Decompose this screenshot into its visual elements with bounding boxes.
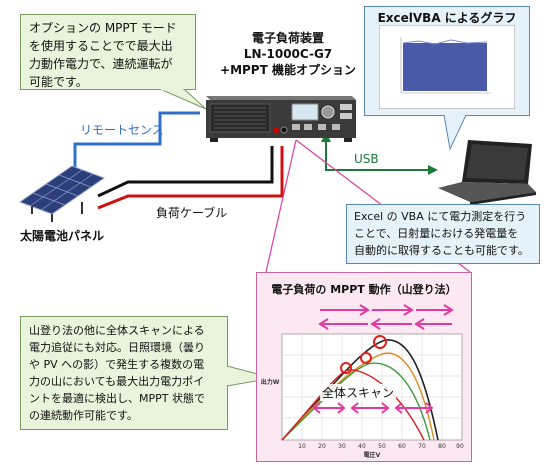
hill-line-5: ントを最適に検出し、MPPT 状態で xyxy=(29,392,205,405)
usb-cable xyxy=(325,138,432,171)
vba-line-2: ことで、日射量における発電量を xyxy=(354,227,519,240)
load-cable-red xyxy=(97,146,284,210)
x-tick-labels: 10 20 30 40 50 60 70 80 90 xyxy=(298,443,464,450)
peak-marker-2 xyxy=(360,352,372,364)
pv-curve-red xyxy=(281,369,425,441)
hill-line-6: の連続動作可能です。 xyxy=(29,409,138,422)
device-title-line-2: LN-1000C-G7 xyxy=(243,47,333,61)
y-axis-label: 出力W xyxy=(261,378,280,386)
hill-climb-callout: 山登り法の他に全体スキャンによる 電力追従にも対応。日照環境（曇り や PV へ… xyxy=(20,316,228,430)
device-title: 電子負荷装置 LN-1000C-G7 +MPPT 機能オプション xyxy=(218,30,358,78)
excel-callout-tail xyxy=(443,115,467,151)
x-tick-60: 60 xyxy=(398,443,406,450)
remote-sense-wire xyxy=(73,111,200,176)
hill-line-3: や PV への影）で発生する複数の電 xyxy=(29,358,205,371)
x-tick-80: 80 xyxy=(438,443,446,450)
x-tick-40: 40 xyxy=(358,443,366,450)
solar-panel-label: 太陽電池パネル xyxy=(20,229,105,243)
device-title-line-1: 電子負荷装置 xyxy=(251,31,324,45)
pv-curve-orange xyxy=(281,352,435,441)
mppt-operation-title: 電子負荷の MPPT 動作（山登り法） xyxy=(271,283,457,296)
mppt-mode-line-1: オプションの MPPT モード xyxy=(29,21,177,35)
x-tick-70: 70 xyxy=(418,443,426,450)
hill-climb-arrows xyxy=(318,304,454,330)
mppt-pointer-line-1 xyxy=(265,139,297,273)
usb-arrow-tail xyxy=(428,165,438,175)
mppt-curve-chart: 10 20 30 40 50 60 70 80 90 電圧V 出力W xyxy=(261,304,464,459)
excel-graph-window: ExcelVBA によるグラフ xyxy=(364,6,530,116)
device-title-line-3: +MPPT 機能オプション xyxy=(220,63,356,77)
remote-sense-label: リモートセンス xyxy=(80,123,164,137)
hill-line-2: 電力追従にも対応。日照環境（曇り xyxy=(29,341,205,354)
mppt-mode-callout: オプションの MPPT モード を使用することでで最大出 力動作電力で、連続運転… xyxy=(20,14,196,90)
x-axis-label: 電圧V xyxy=(364,451,381,459)
mppt-mode-line-4: 可能です。 xyxy=(29,75,88,89)
hill-line-1: 山登り法の他に全体スキャンによる xyxy=(29,324,205,337)
peak-marker-3 xyxy=(340,362,352,374)
load-cable-black xyxy=(97,146,274,198)
mppt-mode-callout-tail xyxy=(159,89,207,110)
x-tick-10: 10 xyxy=(298,443,306,450)
x-tick-90: 90 xyxy=(456,443,464,450)
x-tick-20: 20 xyxy=(318,443,326,450)
peak-marker-1 xyxy=(373,335,387,349)
full-scan-label: 全体スキャン xyxy=(320,384,397,401)
hill-callout-tail xyxy=(227,365,274,387)
vba-callout: Excel の VBA にて電力測定を行う ことで、日射量における発電量を 自動… xyxy=(346,204,540,264)
usb-label: USB xyxy=(354,152,379,166)
mppt-mode-line-2: を使用することでで最大出 xyxy=(29,39,173,53)
mppt-mode-line-3: 力動作電力で、連続運転が xyxy=(29,57,173,71)
laptop xyxy=(438,140,536,205)
x-tick-30: 30 xyxy=(338,443,346,450)
load-cable-label: 負荷ケーブル xyxy=(156,206,228,220)
electronic-load-device xyxy=(206,96,356,142)
excel-graph-thumbnail xyxy=(379,25,515,109)
vba-line-1: Excel の VBA にて電力測定を行う xyxy=(354,210,527,223)
solar-panel xyxy=(18,165,106,222)
full-scan-arrows xyxy=(312,402,434,414)
hill-line-4: 力の山においても最大出力電力ポイ xyxy=(29,375,205,388)
x-tick-50: 50 xyxy=(378,443,386,450)
vba-line-3: 自動的に取得することも可能です。 xyxy=(354,244,529,257)
excel-graph-title: ExcelVBA によるグラフ xyxy=(377,11,517,25)
